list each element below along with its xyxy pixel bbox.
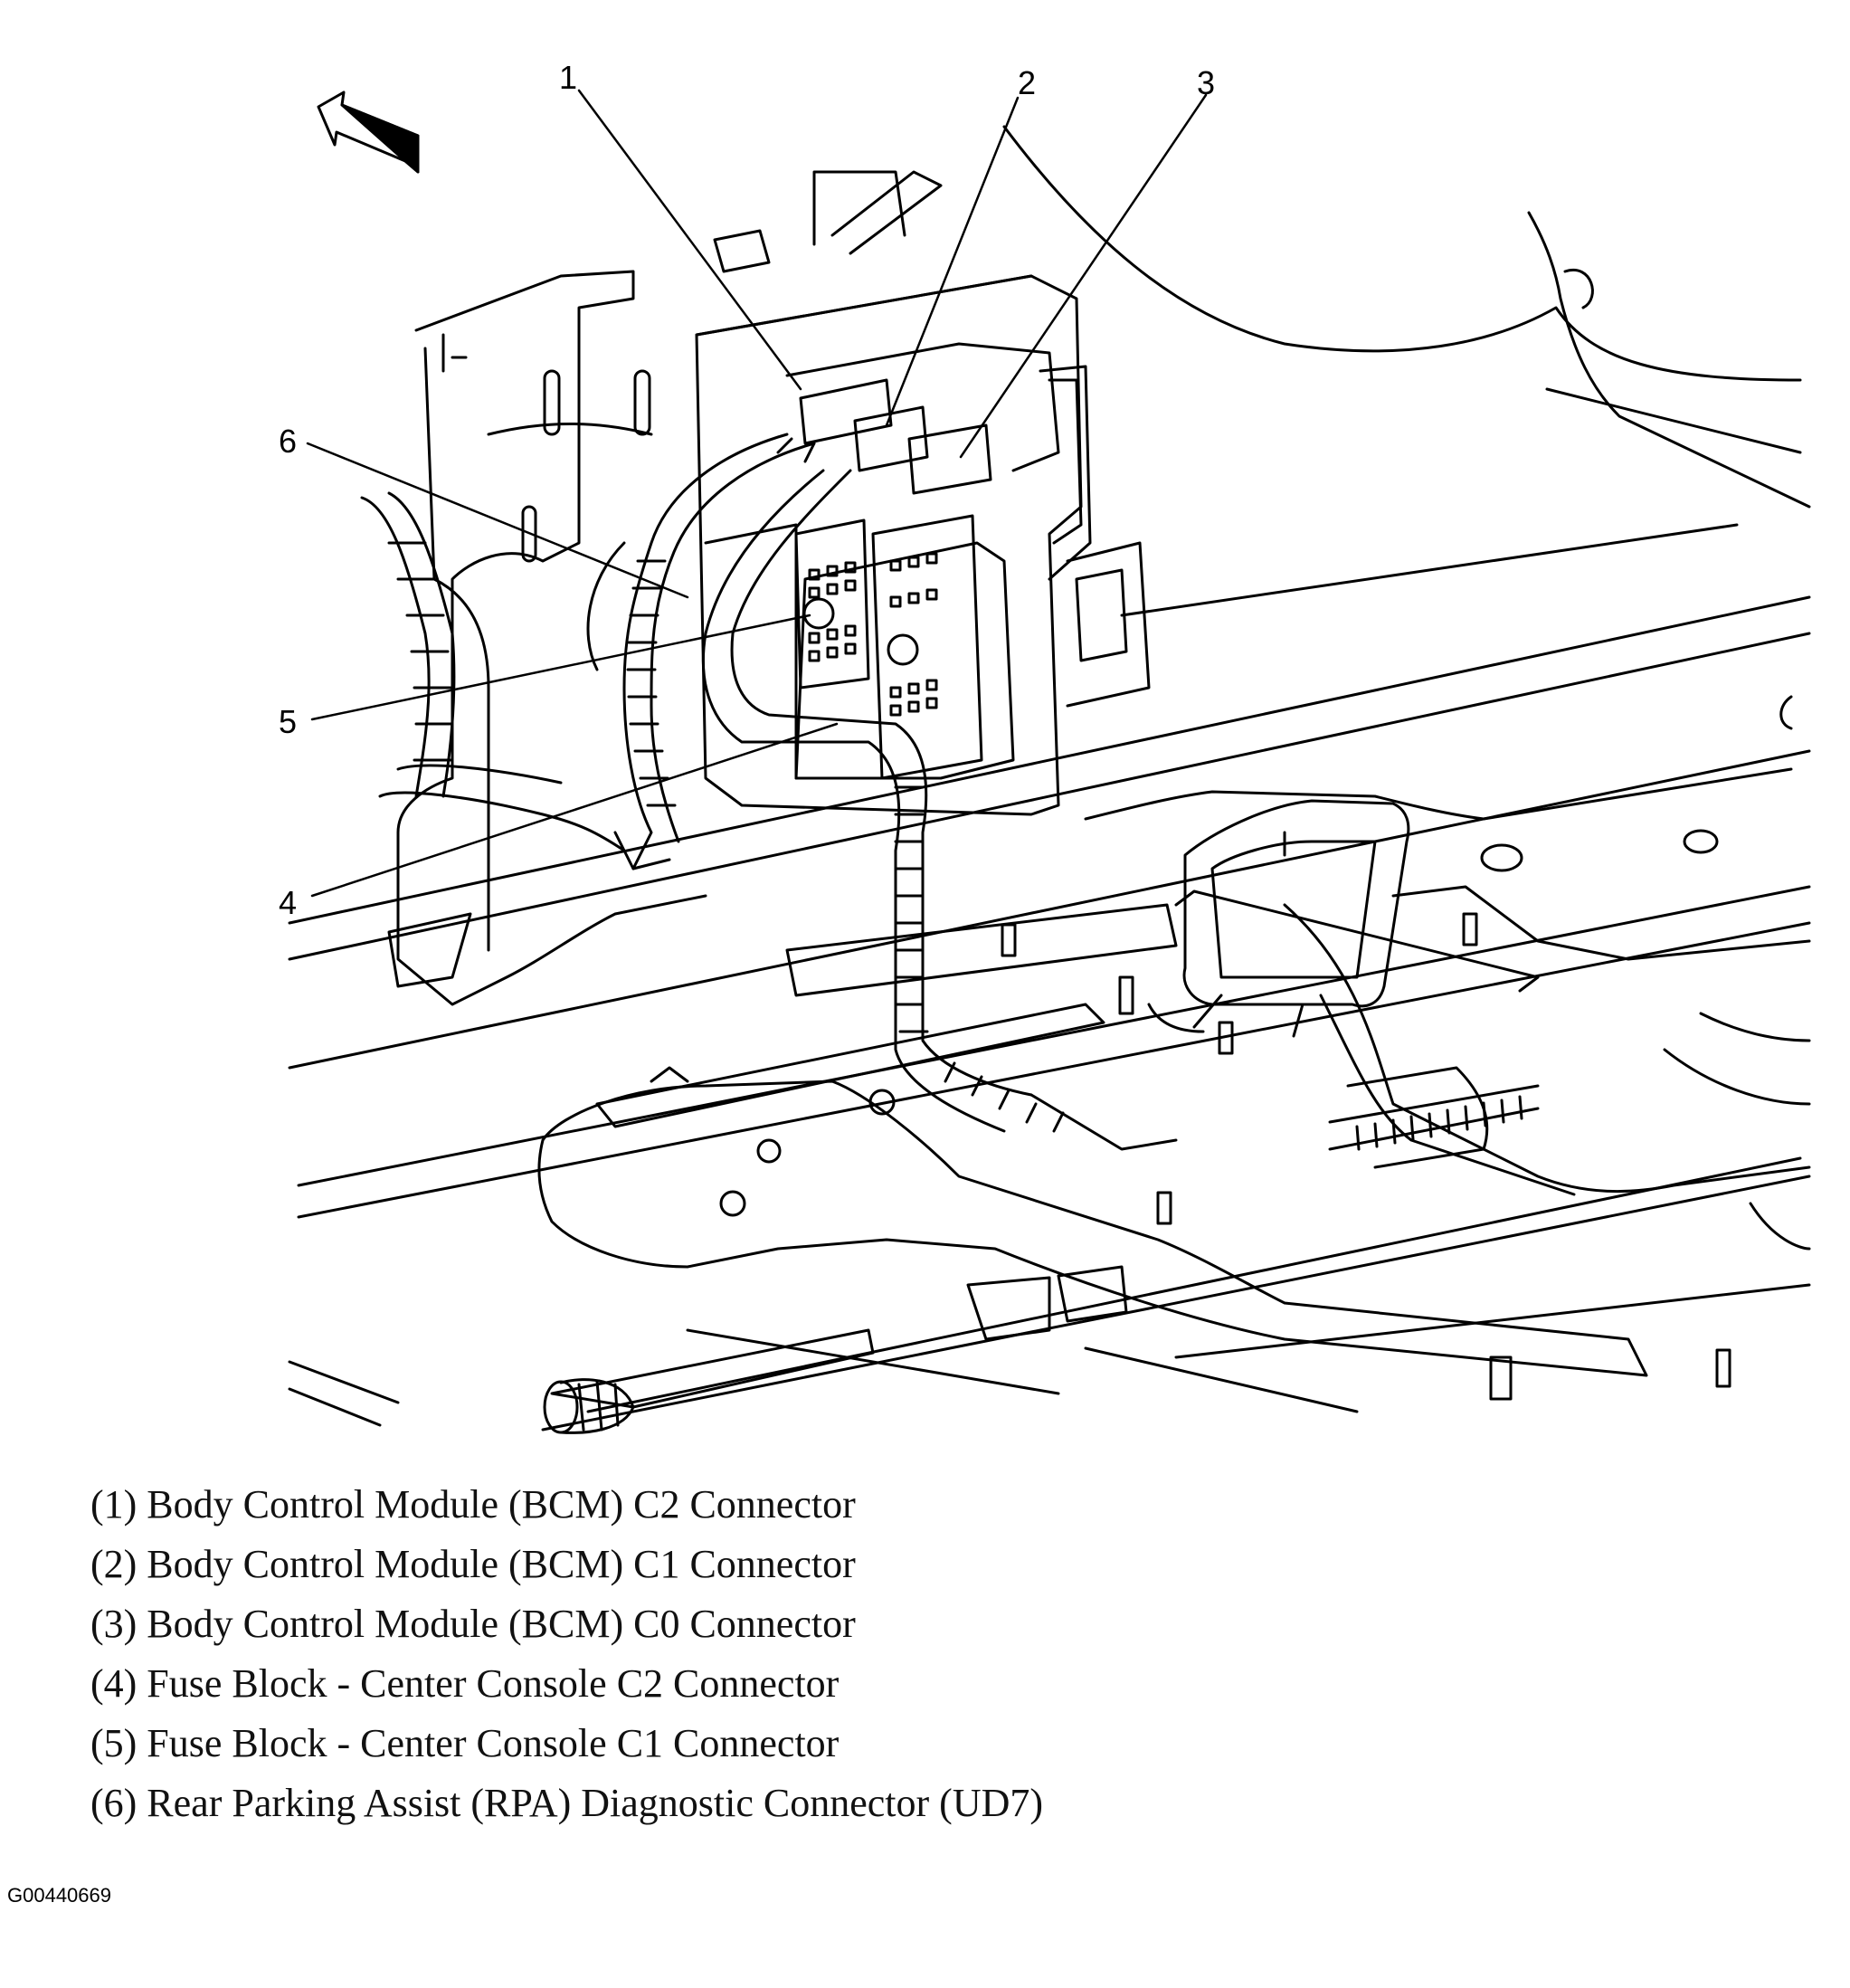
rear-rail-tube [543, 1328, 875, 1434]
legend-item-5: (5) Fuse Block - Center Console C1 Conne… [90, 1721, 840, 1765]
bcm-module [695, 170, 1151, 816]
legend-item-6: (6) Rear Parking Assist (RPA) Diagnostic… [90, 1781, 1044, 1825]
callout-5: 5 [279, 703, 297, 740]
floor-studs [1001, 912, 1731, 1401]
seat-rail [387, 912, 1105, 1128]
diagram-area: 1 2 3 6 5 4 [279, 59, 1811, 1434]
callout-2: 2 [1018, 64, 1036, 101]
callout-leaders [306, 89, 1208, 898]
callout-3: 3 [1197, 64, 1215, 101]
leader-1 [577, 89, 802, 391]
harness-right [1328, 1084, 1540, 1151]
floor-bracket [537, 1080, 1648, 1377]
legend-list: (1) Body Control Module (BCM) C2 Connect… [90, 1475, 1043, 1833]
leader-3 [959, 93, 1208, 459]
legend-item-4: (4) Fuse Block - Center Console C2 Conne… [90, 1661, 840, 1706]
air-duct [785, 799, 1410, 1038]
callout-6: 6 [279, 423, 297, 460]
leader-5 [310, 614, 811, 721]
leader-6 [306, 442, 689, 599]
legend-item-2: (2) Body Control Module (BCM) C1 Connect… [90, 1542, 856, 1586]
callout-1: 1 [559, 59, 577, 96]
bcm-connector-diagram: 1 2 3 6 5 4 [279, 59, 1811, 1434]
floor-panel-right [1084, 695, 1811, 1251]
legend-item-3: (3) Body Control Module (BCM) C0 Connect… [90, 1602, 856, 1646]
fuse-block-connectors [794, 514, 983, 780]
legend-item-1: (1) Body Control Module (BCM) C2 Connect… [90, 1482, 856, 1527]
figure-id: G00440669 [7, 1884, 111, 1907]
direction-arrow-icon [317, 90, 420, 174]
callout-4: 4 [279, 884, 297, 921]
floor-rails [288, 595, 1811, 1432]
wiring-harness [360, 433, 1178, 1151]
callout-numbers: 1 2 3 6 5 4 [279, 59, 1215, 921]
leader-4 [310, 722, 839, 898]
leader-2 [885, 96, 1020, 427]
body-wall [1002, 125, 1811, 617]
